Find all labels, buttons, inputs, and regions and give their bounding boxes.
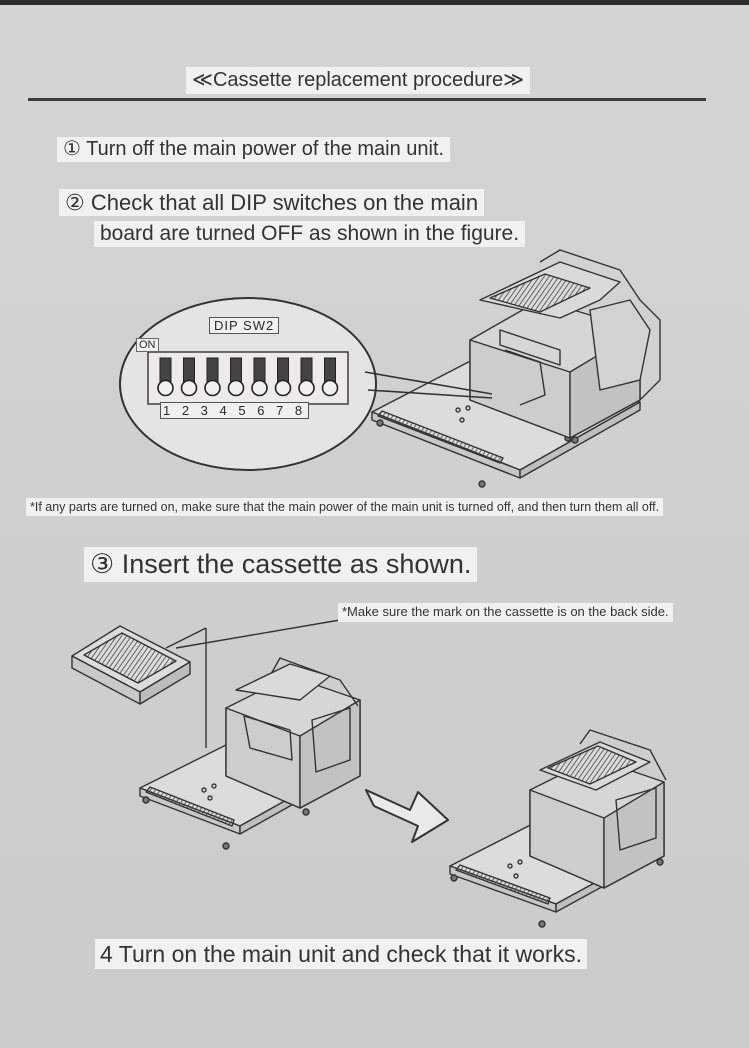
dip-switch-knob-3 xyxy=(204,379,221,397)
page-title: ≪Cassette replacement procedure≫ xyxy=(186,67,531,94)
dip-switch-knob-1 xyxy=(157,379,174,397)
dip-switch-knob-6 xyxy=(274,379,292,397)
step-4-text: 4 Turn on the main unit and check that i… xyxy=(95,939,587,970)
title-divider xyxy=(28,98,706,101)
step-2-text-line-1: ② Check that all DIP switches on the mai… xyxy=(59,189,485,217)
dip-switch-callout xyxy=(119,297,493,471)
board-figure-2 xyxy=(139,657,361,850)
step-1-text: ① Turn off the main power of the main un… xyxy=(57,137,451,162)
dip-switch-knob-8 xyxy=(321,379,339,397)
dip-switch-levers xyxy=(157,357,339,397)
board-figure-1 xyxy=(371,249,661,488)
dip-switch-note: *If any parts are turned on, make sure t… xyxy=(26,498,664,517)
dip-switch-knob-4 xyxy=(227,379,245,397)
step-2-text-line-2: board are turned OFF as shown in the fig… xyxy=(94,221,526,248)
dip-switch-knob-7 xyxy=(298,379,315,397)
cassette-mark-note: *Make sure the mark on the cassette is o… xyxy=(338,603,673,622)
cassette xyxy=(71,619,341,748)
assembled-board-figure xyxy=(449,729,667,928)
step-3-text: ③ Insert the cassette as shown. xyxy=(84,547,478,583)
arrow-icon xyxy=(365,789,449,843)
dip-switch-knob-2 xyxy=(180,379,198,397)
dip-switch-knob-5 xyxy=(251,379,268,397)
screen-top-edge xyxy=(0,0,749,5)
